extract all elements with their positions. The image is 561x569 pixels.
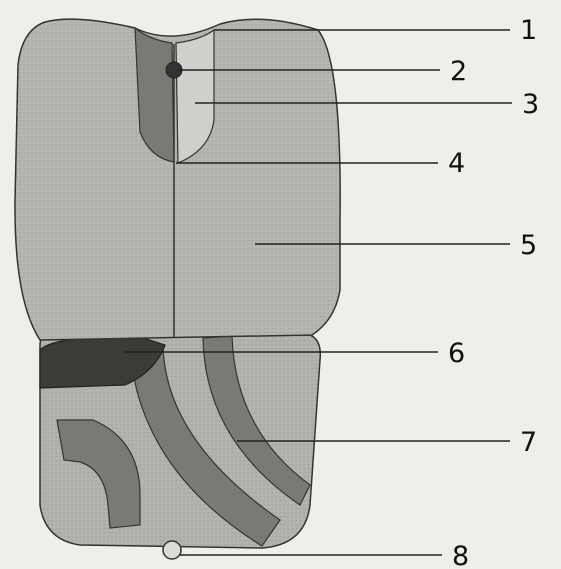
small-ring	[163, 541, 181, 559]
callout-2: 2	[450, 56, 467, 87]
callout-8: 8	[452, 541, 469, 569]
callout-7: 7	[520, 427, 537, 458]
callout-3: 3	[522, 89, 539, 120]
callout-1: 1	[520, 15, 537, 46]
callout-6: 6	[448, 338, 465, 369]
upper-section	[15, 19, 340, 340]
callout-5: 5	[520, 230, 537, 261]
lower-section	[40, 335, 320, 559]
callout-4: 4	[448, 148, 465, 179]
callout-numbers: 1 2 3 4 5 6 7 8	[448, 15, 539, 569]
